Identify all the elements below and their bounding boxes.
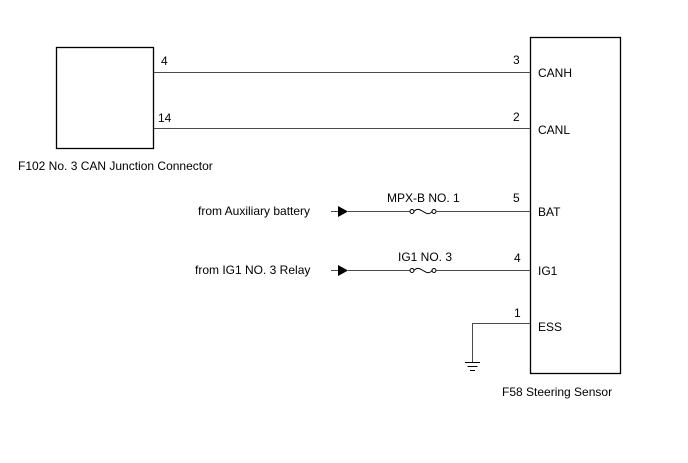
sensor-pin-ig1-number: 4 [514, 251, 521, 265]
connector-pin-canl: 14 [158, 111, 172, 125]
bat-source-label: from Auxiliary battery [198, 204, 310, 218]
arrow-icon [331, 206, 348, 217]
ess-ground-wire [472, 323, 530, 362]
ground-icon [465, 362, 480, 371]
sensor-pin-bat-name: BAT [538, 205, 561, 219]
bat-fuse-label: MPX-B NO. 1 [387, 191, 460, 205]
fuse-icon [409, 267, 437, 274]
junction-connector-box [55, 46, 155, 150]
sensor-pin-canl-number: 2 [513, 110, 520, 124]
ig1-source-label: from IG1 NO. 3 Relay [195, 263, 310, 277]
connector-pin-canh: 4 [161, 54, 168, 68]
sensor-pin-ess-name: ESS [538, 320, 562, 334]
ig1-fuse-label: IG1 NO. 3 [398, 250, 452, 264]
sensor-pin-bat-number: 5 [513, 191, 520, 205]
sensor-pin-ig1-name: IG1 [538, 264, 558, 278]
sensor-pin-ess-number: 1 [514, 306, 521, 320]
sensor-pin-canh-name: CANH [538, 66, 572, 80]
sensor-pin-canl-name: CANL [538, 123, 570, 137]
junction-connector-label: F102 No. 3 CAN Junction Connector [18, 159, 213, 173]
arrow-icon [331, 265, 348, 276]
sensor-pin-canh-number: 3 [513, 53, 520, 67]
steering-sensor-label: F58 Steering Sensor [502, 385, 612, 399]
steering-sensor-box [529, 36, 622, 375]
fuse-icon [409, 208, 437, 215]
